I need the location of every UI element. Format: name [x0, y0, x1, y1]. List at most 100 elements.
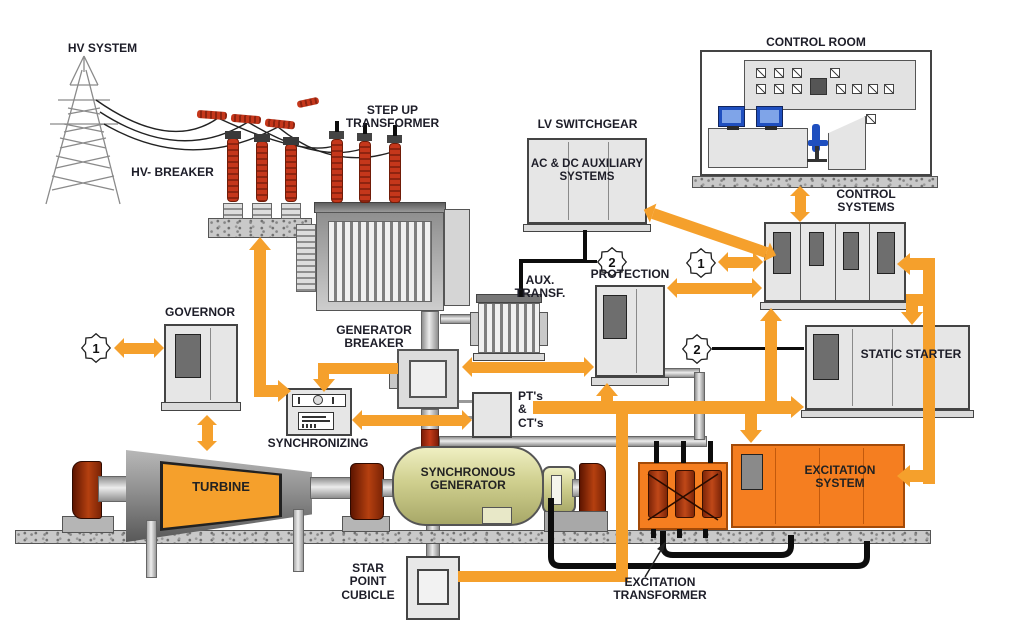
cabinet-window — [842, 232, 859, 270]
control-systems-cabinets — [764, 222, 906, 302]
hv-breaker-base-1 — [223, 203, 243, 219]
badge-stub-line — [585, 260, 597, 263]
lv-switchgear-box — [527, 138, 647, 224]
aux-transformer-base — [473, 353, 545, 361]
star-point-vline — [616, 407, 628, 582]
generator-breaker-box — [397, 349, 459, 409]
arrowhead-to-protection — [596, 383, 618, 396]
right-trunk-top-hline — [910, 258, 935, 270]
monitor-screen — [760, 110, 779, 123]
control-cabinet — [870, 224, 904, 300]
panel-lamp — [852, 84, 862, 94]
bushing-cap-3 — [387, 135, 402, 143]
panel-lamp — [774, 84, 784, 94]
aux-transformer-body — [478, 303, 540, 353]
disconnect-insulator-2 — [230, 113, 262, 125]
disconnect-insulator-1 — [196, 109, 228, 121]
step-up-radiator-right — [444, 209, 470, 306]
aux-transformer-flange-left — [470, 312, 479, 346]
bushing-cap-2 — [357, 133, 372, 141]
exciter-slot — [551, 475, 562, 505]
generator-breaker-inner — [409, 360, 447, 398]
hv-bushing-3 — [389, 143, 401, 203]
control-systems-label: CONTROL SYSTEMS — [836, 187, 896, 215]
aux-transformer-label: AUX. TRANSF. — [514, 273, 566, 301]
panel-lamp — [836, 84, 846, 94]
hv-breaker-insulator-1 — [227, 138, 239, 202]
generator-breaker-label: GENERATOR BREAKER — [336, 323, 412, 351]
sync-meter-tick — [298, 397, 300, 404]
excitation-winding — [675, 470, 695, 518]
bushing-pin-3 — [393, 125, 397, 136]
excitation-divider — [775, 448, 776, 524]
lv-switchgear-label: LV SWITCHGEAR — [537, 117, 638, 131]
hv-breaker-insulator-3 — [285, 144, 297, 202]
right-trunk-bottom-hline — [910, 470, 935, 482]
badge-number: 2 — [608, 254, 616, 270]
ac-dc-auxiliary-systems-label: AC & DC AUXILIARY SYSTEMS — [530, 158, 644, 183]
right-trunk-stub-vline — [906, 294, 918, 312]
disconnect-insulator-3 — [264, 118, 296, 130]
panel-lamp — [868, 84, 878, 94]
arrowhead-to-static-starter — [791, 396, 804, 418]
controlsystems-up-line — [765, 320, 777, 401]
excitation-pin — [654, 441, 659, 463]
arrow-governor-turbine — [197, 415, 217, 451]
hv-breaker-base-2 — [252, 203, 272, 219]
lv-switchgear-divider-1 — [568, 142, 569, 220]
badge-number: 2 — [693, 341, 701, 357]
arrowhead-to-controlsystems-bottom — [760, 308, 782, 321]
hv-breaker-cap-1 — [225, 131, 241, 139]
shaft-left — [98, 476, 128, 502]
aux-transformer-cap — [476, 294, 542, 303]
governor-label: GOVERNOR — [164, 305, 235, 319]
arrow-breaker-protection — [462, 357, 594, 377]
bushing-cap-1 — [329, 131, 344, 139]
excitation-winding — [648, 470, 668, 518]
control-systems-base — [760, 302, 910, 310]
aux-transformer-flange-right — [539, 312, 548, 346]
chair-seat — [808, 140, 828, 146]
static-starter-window — [813, 334, 839, 380]
excitation-system-window — [741, 454, 763, 490]
monitor-icon — [756, 106, 783, 127]
cabinet-window — [877, 232, 896, 274]
badge-static-starter-interface: 2 — [681, 333, 713, 365]
excitation-winding — [702, 470, 722, 518]
generator-terminal-box — [482, 507, 512, 524]
turbine-label-plate — [163, 464, 279, 528]
sync-screen-line — [302, 416, 326, 418]
arrowhead-to-excitation-right — [897, 465, 910, 487]
static-starter-base — [801, 410, 974, 418]
bearing-icon — [350, 463, 384, 520]
sync-meter-tick — [332, 397, 334, 404]
lv-cable-run — [519, 259, 587, 263]
excitation-divider — [863, 448, 864, 524]
pt-ct-label: PT's & CT's — [518, 389, 544, 430]
breaker-sync-vline — [318, 363, 329, 381]
hv-bushing-2 — [359, 141, 371, 203]
protection-window — [603, 295, 627, 339]
step-up-transformer-label: STEP UP TRANSFORMER — [345, 103, 440, 131]
arrow-protection-controlsystems — [667, 278, 762, 298]
aux-cable-drop — [519, 259, 523, 297]
monitor-stand — [727, 126, 739, 130]
right-trunk-vline — [923, 258, 935, 484]
turbine-leg — [146, 520, 157, 578]
chair-post — [815, 146, 819, 160]
panel-lamp — [792, 84, 802, 94]
hv-breaker-label: HV- BREAKER — [131, 165, 214, 179]
arrowhead-to-synchronizing — [278, 380, 291, 402]
excitation-divider — [819, 448, 820, 524]
excitation-busduct — [439, 436, 707, 447]
panel-lamp — [830, 68, 840, 78]
protection-base — [591, 377, 669, 386]
star-point-cubicle-label: STAR POINT CUBICLE — [341, 561, 395, 602]
arrow-controlroom-controlsystems — [790, 186, 810, 222]
pt-ct-box — [472, 392, 512, 438]
excitation-down-line — [745, 414, 757, 430]
static-starter-label: STATIC STARTER — [860, 347, 962, 361]
badge-governor-interface: 1 — [80, 332, 112, 364]
arrowhead-to-hv-breaker — [249, 237, 271, 250]
control-cabinet — [801, 224, 836, 300]
